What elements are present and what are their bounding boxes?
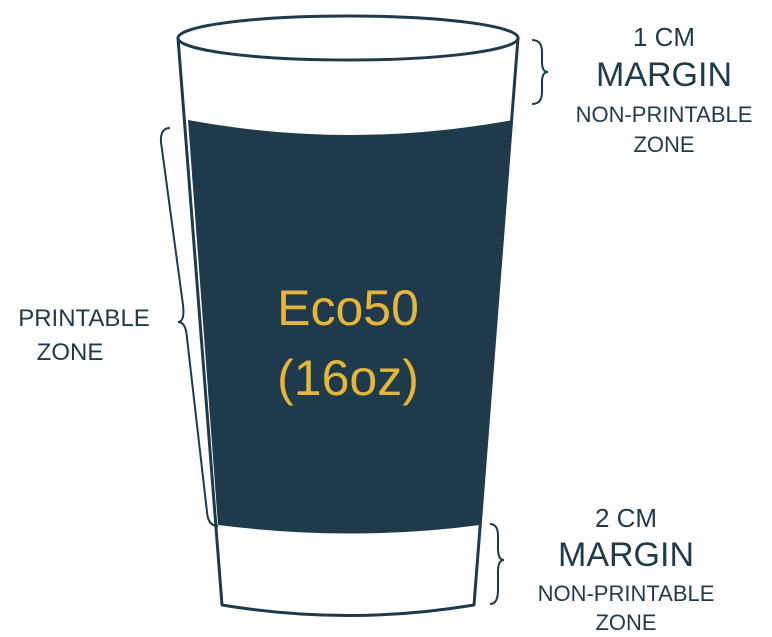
printable-zone-label-2: ZONE [37, 339, 104, 366]
bottom-margin-brace [489, 523, 505, 605]
top-margin-desc-1: NON-PRINTABLE [576, 102, 753, 127]
bottom-margin-size: 2 CM [595, 503, 657, 533]
printable-zone-brace [159, 127, 219, 527]
cup-rim [176, 14, 520, 62]
top-margin-title: MARGIN [596, 56, 732, 94]
product-name: Eco50 [277, 280, 419, 336]
printable-sleeve [188, 120, 513, 534]
bottom-margin-title: MARGIN [558, 536, 694, 574]
bottom-margin-desc-1: NON-PRINTABLE [538, 581, 715, 606]
top-margin-brace [531, 39, 549, 105]
printable-zone-label-1: PRINTABLE [18, 305, 150, 332]
bottom-margin-desc-2: ZONE [595, 610, 656, 635]
top-margin-size: 1 CM [633, 22, 695, 52]
top-margin-desc-2: ZONE [633, 132, 694, 157]
product-size: (16oz) [277, 350, 419, 406]
